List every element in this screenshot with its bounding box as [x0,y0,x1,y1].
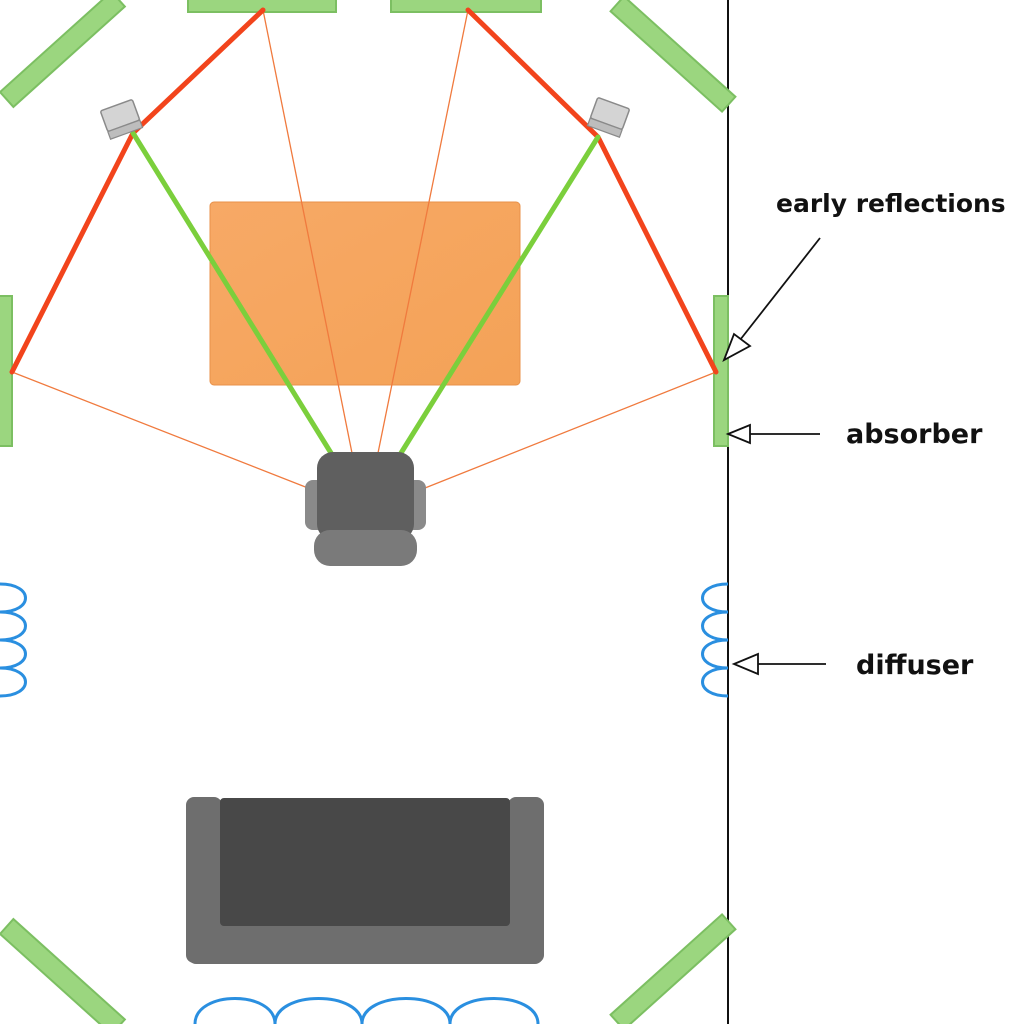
chair-back [314,530,417,566]
absorber-panel-corner-top-right [609,0,737,114]
ray-top-left [262,9,353,454]
early-reflections-arrow-line [739,237,821,341]
table [209,201,521,386]
ray-top-right [377,9,469,454]
reflected-rays [11,9,717,489]
label-absorber: absorber [846,419,983,450]
ray-right-wall [424,371,717,489]
ray-left-wall [11,371,309,489]
speaker-right-front [586,117,623,138]
sofa [186,797,544,964]
diffuser-right [701,582,729,698]
label-diffuser: diffuser [856,650,974,681]
absorber-panels [0,0,737,1024]
direct-path-left [130,130,334,456]
early-reflections-arrow-head [722,332,752,362]
absorber-arrow-head [725,423,751,445]
label-early-reflections: early reflections [776,189,1006,218]
direct-path-right [398,134,601,456]
chair-seat [317,452,414,540]
absorber-panel-corner-top-left [0,0,127,109]
listening-chair [305,452,426,566]
sofa-seat [220,798,510,926]
speaker-left-front [107,119,144,140]
speaker-left [100,99,144,140]
diffuser-back [193,997,540,1024]
sofa-arm-left [186,797,222,963]
absorber-panel-corner-bottom-left [0,917,127,1024]
diffuser-left [0,582,27,698]
diffusers [0,582,729,1024]
speaker-right [586,97,630,138]
diffuser-arrow-head [731,652,759,676]
callout-arrows [722,237,826,676]
sofa-back [188,922,543,964]
absorber-panel-corner-bottom-right [609,912,737,1024]
sofa-arm-right [508,797,544,963]
direct-paths [130,130,601,456]
absorber-panel-top-right [390,0,542,13]
